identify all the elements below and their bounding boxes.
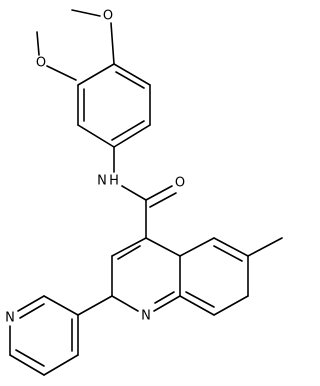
atom-label-n: N xyxy=(141,309,151,324)
atom-label-n: N xyxy=(97,174,107,189)
atom-label-o: O xyxy=(36,56,46,71)
atom-n-quinoline: N xyxy=(141,309,151,324)
atom-nh-amide: N H xyxy=(97,174,119,189)
chemical-structure: O O N H O N N xyxy=(5,9,283,376)
atom-o-carbonyl: O xyxy=(175,176,185,191)
atom-o-methoxy-top: O xyxy=(103,9,113,24)
atom-label-h: H xyxy=(109,174,119,189)
atom-label-o: O xyxy=(103,9,113,24)
atom-o-methoxy-left: O xyxy=(36,56,46,71)
atom-label-n: N xyxy=(5,311,15,326)
atom-label-o: O xyxy=(175,176,185,191)
atom-n-pyridine: N xyxy=(5,311,15,326)
bond-lines xyxy=(9,9,283,376)
